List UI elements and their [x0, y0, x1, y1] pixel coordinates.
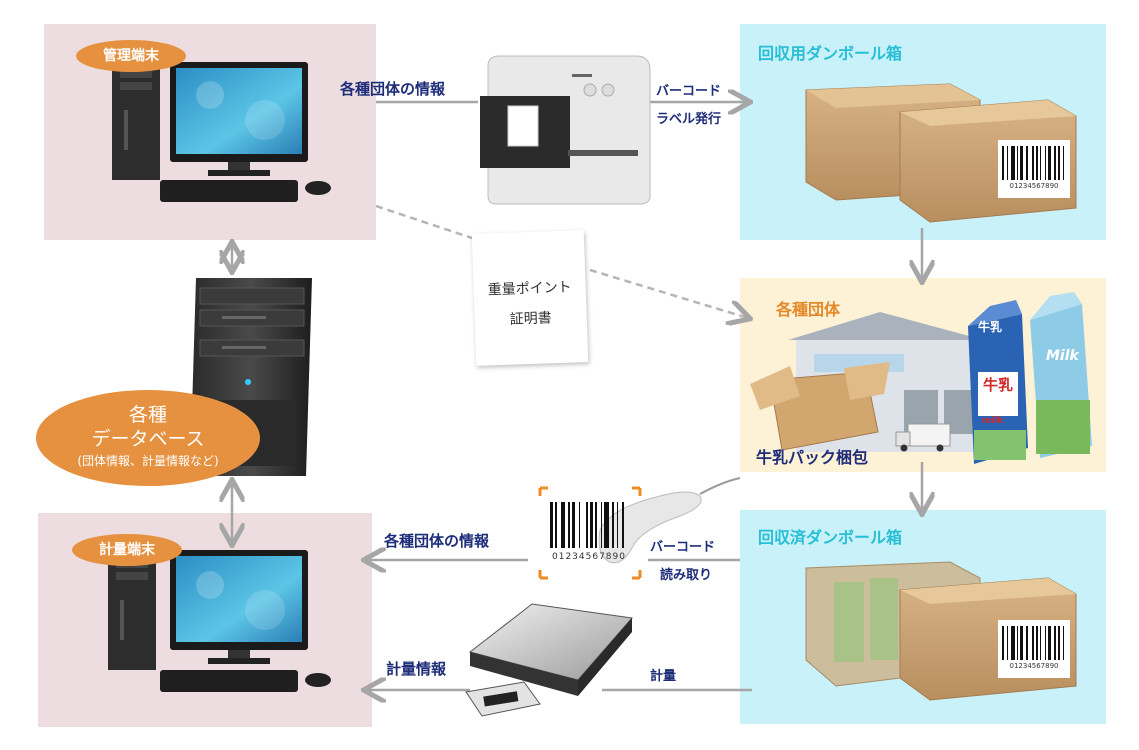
barcode-bar	[1062, 626, 1065, 660]
collection-box-title: 回収用ダンボール箱	[758, 44, 903, 63]
barcode-number-top: 01234567890	[1009, 182, 1059, 190]
barcode-bar	[1020, 146, 1023, 180]
open-box-illustration	[750, 362, 890, 451]
barcode-bar	[1026, 626, 1028, 660]
milk-pack-packing-label: 牛乳パック梱包	[756, 448, 869, 467]
database-line1: 各種	[128, 404, 167, 426]
barcode-bar	[1058, 626, 1060, 660]
weighing-pc-illustration	[108, 550, 331, 692]
barcode-bar	[622, 502, 624, 548]
weighing-scale-illustration	[465, 603, 633, 717]
barcode-bar	[1053, 626, 1057, 660]
barcode-bar	[611, 502, 615, 548]
collected-box-title: 回収済ダンボール箱	[758, 528, 903, 547]
barcode-bars-top	[1002, 146, 1066, 180]
barcode-bar	[586, 502, 588, 548]
barcode-number-bottom: 01234567890	[1009, 662, 1059, 670]
dashed-cert-path-1	[375, 204, 479, 242]
barcode-bar	[1017, 626, 1019, 660]
milk-carton-1-illustration	[968, 300, 1028, 464]
barcode-bar	[1020, 626, 1023, 660]
org-info-top-label: 各種団体の情報	[340, 80, 446, 98]
barcode-label-top: 01234567890	[1002, 146, 1066, 194]
dashed-cert-path-2	[589, 268, 748, 318]
barcode-bar	[1040, 626, 1042, 660]
barcode-scanner-illustration	[538, 477, 741, 580]
database-line2: データベース	[91, 428, 205, 450]
organization-title: 各種団体	[776, 300, 841, 319]
barcode-bar	[1053, 146, 1057, 180]
barcode-bar	[1058, 146, 1060, 180]
barcode-bar	[571, 502, 575, 548]
weight-info-label: 計量情報	[386, 660, 447, 678]
barcode-bars-bottom	[1002, 626, 1066, 660]
barcode-bar	[1032, 626, 1034, 660]
barcode-bar	[578, 502, 581, 548]
admin-pc-illustration	[112, 62, 331, 202]
barcode-bar	[1047, 146, 1052, 180]
barcode-number-scanner: 01234567890	[552, 552, 626, 562]
barcode-bar	[616, 502, 619, 548]
barcode-bar	[604, 502, 609, 548]
collection-boxes-illustration	[805, 83, 1077, 223]
milk-carton-brand-big: 牛乳	[982, 376, 1013, 394]
barcode-bar	[1035, 146, 1038, 180]
barcode-bar	[1006, 626, 1008, 660]
barcode-read-text-1: バーコード	[650, 540, 716, 555]
milk-carton-2-illustration	[1030, 292, 1092, 458]
milk-carton-brand-1: 牛乳	[978, 320, 1003, 334]
admin-terminal-label: 管理端末	[76, 40, 186, 72]
barcode-bar	[560, 502, 566, 548]
barcode-bar	[1026, 146, 1028, 180]
database-label: 各種 データベース (団体情報、計量情報など)	[36, 390, 260, 486]
truck-illustration	[895, 423, 951, 452]
barcode-bar	[1017, 146, 1019, 180]
barcode-bar	[568, 502, 570, 548]
weighing-terminal-label: 計量端末	[72, 534, 182, 566]
barcode-bar	[589, 502, 593, 548]
barcode-bar	[1044, 626, 1046, 660]
milk-carton-brand-2: milk	[982, 416, 1004, 426]
barcode-bar	[1006, 146, 1008, 180]
weight-point-certificate: 重量ポイント 証明書	[471, 230, 589, 366]
barcode-bar	[1011, 626, 1015, 660]
label-printer-illustration	[480, 55, 651, 205]
barcode-bar	[1044, 146, 1046, 180]
barcode-label-text-1: バーコード	[656, 84, 722, 99]
barcode-label-bottom: 01234567890	[1002, 626, 1066, 674]
certificate-line1: 重量ポイント	[487, 279, 572, 299]
barcode-read-text-2: 読み取り	[660, 568, 713, 583]
barcode-bar	[555, 502, 557, 548]
barcode-bar	[1035, 626, 1038, 660]
barcode-bar	[595, 502, 597, 548]
collected-boxes-illustration	[805, 561, 1077, 701]
barcode-label-text-2: ラベル発行	[656, 112, 722, 127]
barcode-bar	[1011, 146, 1015, 180]
certificate-line2: 証明書	[509, 310, 552, 328]
barcode-bar	[1002, 626, 1005, 660]
weighing-label: 計量	[650, 669, 677, 684]
milk-carton-brand-3: Milk	[1046, 348, 1079, 364]
barcode-bar	[1040, 146, 1042, 180]
barcode-bar	[1047, 626, 1052, 660]
database-line3: (団体情報、計量情報など)	[77, 454, 219, 468]
barcode-bar	[1032, 146, 1034, 180]
barcode-bar	[1062, 146, 1065, 180]
barcode-bar	[600, 502, 603, 548]
org-info-bottom-label: 各種団体の情報	[384, 532, 490, 550]
barcode-bar	[1002, 146, 1005, 180]
barcode-bar	[550, 502, 553, 548]
barcode-bars-scanner	[550, 502, 626, 548]
barcode-label-scanner: 01234567890	[548, 502, 630, 562]
